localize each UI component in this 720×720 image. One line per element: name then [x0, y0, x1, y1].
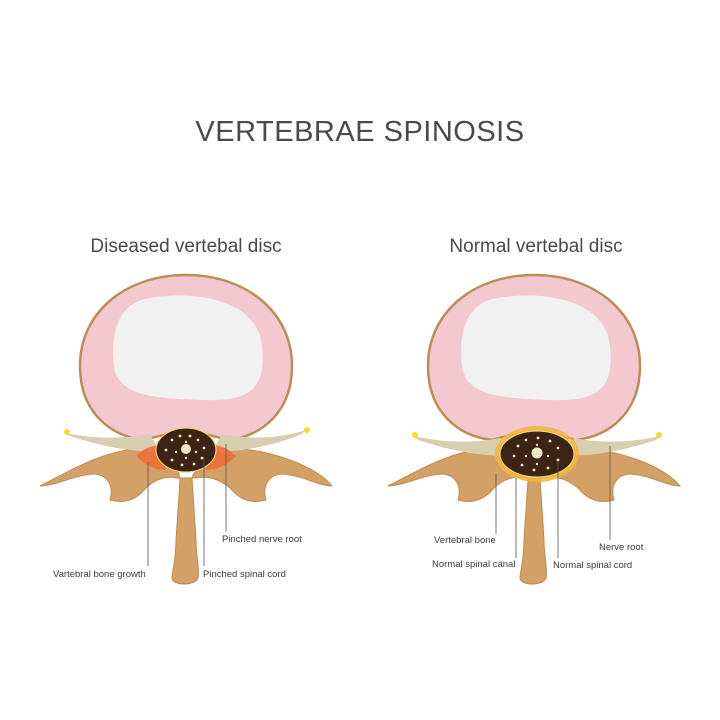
normal-nerve-root-right — [566, 436, 660, 456]
diseased-cord-speckles — [164, 434, 206, 467]
normal-nerve-root-left — [414, 436, 508, 456]
normal-nerve-tip-left — [412, 432, 418, 438]
diseased-nerve-tip-left — [64, 429, 70, 435]
label-nerve-root: Nerve root — [599, 542, 644, 553]
normal-heading: Normal vertebal disc — [449, 236, 623, 257]
label-pinched-spinal-cord: Pinched spinal cord — [203, 569, 286, 580]
diseased-vertebra — [39, 273, 334, 585]
diseased-nerve-root-left — [66, 433, 160, 452]
label-normal-spinal-cord: Normal spinal cord — [553, 560, 633, 571]
label-vertebral-bone: Vertebral bone — [434, 535, 496, 546]
diseased-heading: Diseased vertebal disc — [90, 236, 282, 257]
normal-disc-nucleus — [461, 295, 611, 401]
label-normal-spinal-canal: Normal spinal canal — [432, 559, 516, 570]
diseased-cord-center — [181, 444, 191, 454]
label-pinched-nerve-root: Pinched nerve root — [222, 534, 302, 545]
diseased-nerve-root-right — [212, 430, 306, 452]
normal-vertebra — [387, 273, 682, 585]
diseased-vertebral-bone — [39, 447, 334, 585]
page-title: VERTEBRAE SPINOSIS — [195, 116, 525, 148]
diseased-nerve-tip-right — [304, 427, 310, 433]
normal-cord-speckles — [512, 436, 560, 472]
normal-cord-center — [531, 447, 543, 459]
diseased-disc-nucleus — [113, 295, 263, 401]
label-vertebral-bone-growth: Vartebral bone growth — [53, 569, 146, 580]
normal-nerve-tip-right — [656, 432, 662, 438]
